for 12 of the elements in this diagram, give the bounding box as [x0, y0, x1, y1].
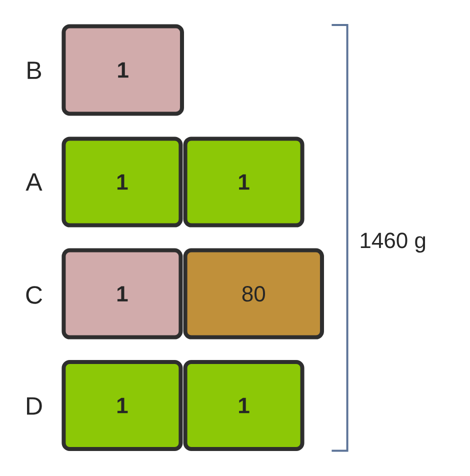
total-label: 1460 g [360, 232, 426, 253]
block: 1 [62, 248, 183, 340]
block: 1 [62, 136, 183, 228]
block: 1 [183, 360, 304, 451]
row-label: C [26, 286, 42, 304]
block: 1 [183, 136, 304, 228]
row-label: D [27, 397, 42, 415]
row-label: B [28, 62, 42, 79]
block: 80 [183, 248, 324, 340]
block: 1 [62, 24, 184, 116]
row-label: A [26, 173, 42, 191]
block: 1 [62, 360, 183, 451]
